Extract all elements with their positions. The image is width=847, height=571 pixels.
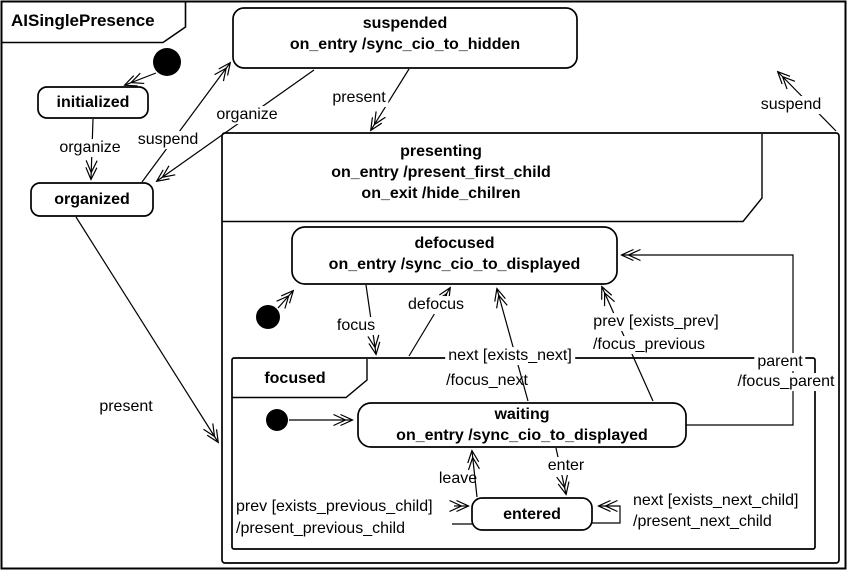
transition-suspended-to-presenting (371, 68, 410, 130)
state-organized-text: organized (31, 189, 153, 210)
state-name: defocused (414, 235, 495, 252)
state-presenting-text: presenting on_entry /present_first_child… (222, 141, 660, 204)
label-next-guard: next [exists_next] (445, 347, 575, 365)
label-prev-action: /focus_previous (589, 336, 709, 354)
label-prev-child-guard: prev [exists_previous_child] (236, 498, 433, 516)
label-defocus: defocus (404, 296, 468, 314)
state-entry-action: on_entry /sync_cio_to_hidden (289, 36, 521, 53)
transition-waiting-to-defocused-next (497, 289, 529, 402)
state-entry-action: on_entry /sync_cio_to_displayed (328, 256, 581, 273)
state-waiting-text: waiting on_entry /sync_cio_to_displayed (358, 404, 686, 446)
diagram-title: AISinglePresence (11, 11, 155, 30)
label-suspend-1: suspend (134, 131, 202, 149)
state-focused-text: focused (245, 368, 345, 389)
state-entered (471, 497, 593, 531)
state-suspended (232, 7, 578, 69)
label-next-child-guard: next [exists_next_child] (633, 492, 799, 510)
label-enter: enter (544, 457, 588, 475)
state-defocused (291, 226, 618, 285)
state-name: entered (503, 506, 561, 523)
state-suspended-text: suspended on_entry /sync_cio_to_hidden (233, 13, 577, 55)
label-next-child-action: /present_next_child (633, 513, 772, 531)
label-next-action: /focus_next (446, 372, 528, 390)
label-present-1: present (329, 89, 389, 107)
label-present-2: present (96, 398, 156, 416)
state-defocused-text: defocused on_entry /sync_cio_to_displaye… (292, 233, 617, 275)
state-initialized (37, 86, 149, 119)
transition-initial-to-initialized (125, 72, 157, 85)
label-parent: parent (754, 353, 806, 371)
transition-suspended-to-organized (157, 69, 315, 181)
state-entered-text: entered (472, 504, 592, 525)
initial-node-presenting (256, 305, 280, 329)
state-name: waiting (494, 406, 550, 423)
initial-node-focused (266, 409, 288, 431)
transition-entered-self-next (592, 506, 621, 524)
label-organize-1: organize (56, 139, 124, 157)
state-name: suspended (362, 15, 448, 32)
label-organize-2: organize (213, 106, 281, 124)
label-parent-action: /focus_parent (734, 373, 838, 391)
state-entry-action: on_entry /present_first_child (331, 164, 551, 181)
state-name: organized (54, 191, 130, 208)
transition-organized-to-suspended (141, 63, 230, 183)
state-exit-action: on_exit /hide_chilren (361, 185, 521, 202)
state-name: focused (264, 370, 326, 387)
label-suspend-2: suspend (757, 96, 825, 114)
state-organized (30, 182, 154, 217)
label-leave: leave (438, 470, 478, 488)
transition-entered-to-waiting-leave (472, 451, 477, 498)
label-focus: focus (333, 317, 379, 335)
state-entry-action: on_entry /sync_cio_to_displayed (396, 427, 648, 444)
label-prev-child-action: /present_previous_child (236, 520, 405, 538)
state-initialized-text: initialized (38, 92, 148, 113)
transition-organized-to-presenting (75, 216, 218, 442)
transition-initial-to-defocused (278, 291, 293, 308)
transition-waiting-to-defocused-parent (622, 255, 794, 426)
label-prev-guard: prev [exists_prev] (590, 313, 722, 331)
initial-node-top (153, 48, 181, 76)
state-name: initialized (56, 94, 130, 111)
state-name: presenting (400, 143, 482, 160)
